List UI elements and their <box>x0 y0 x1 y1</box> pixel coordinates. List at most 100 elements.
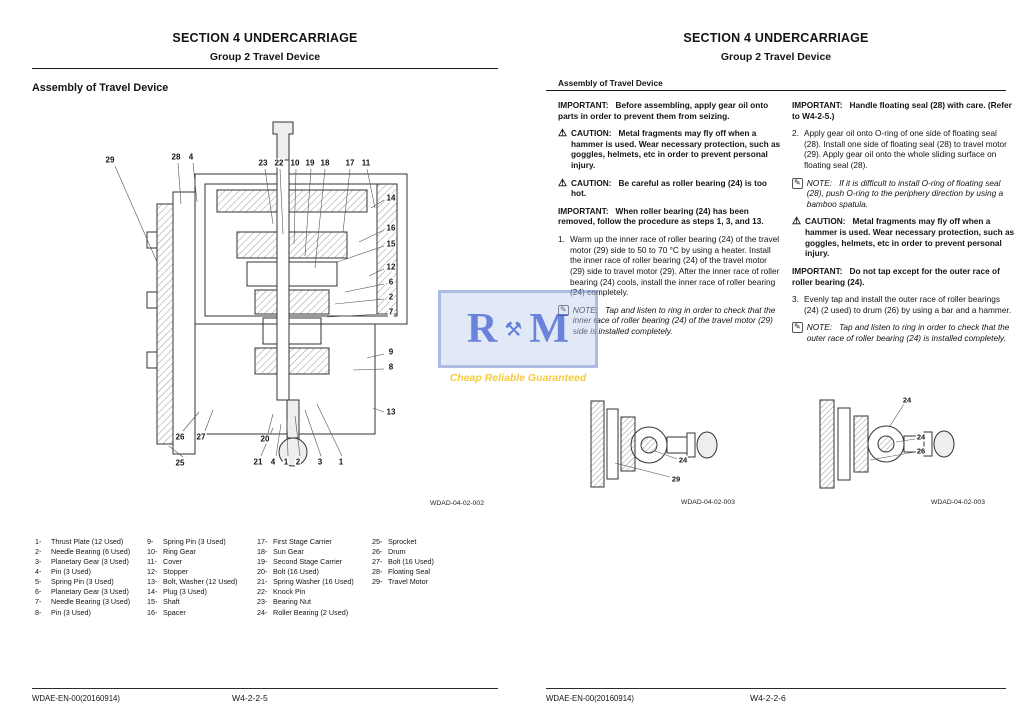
figure-code: WDAD-04-02-003 <box>680 499 735 506</box>
caution-label: CAUTION: <box>570 177 612 188</box>
parts-list-item: 18-Sun Gear <box>257 547 304 557</box>
text-column-right: IMPORTANT:Handle floating seal (28) with… <box>792 100 1016 351</box>
parts-list-item: 13-Bolt, Washer (12 Used) <box>147 577 238 587</box>
important-text: Handle floating seal (28) with care. (Re… <box>792 100 1012 121</box>
caution-block: ⚠ CAUTION:Be careful as roller bearing (… <box>558 178 782 199</box>
figure-callout: 14 <box>385 193 397 203</box>
figure-callout: 24 <box>901 395 913 405</box>
inner-race-install-figure: 24 29 <box>585 393 735 495</box>
parts-list-item: 5-Spring Pin (3 Used) <box>35 577 114 587</box>
text-column-left: IMPORTANT: Before assembling, apply gear … <box>558 100 782 344</box>
procedure-step: 2. Apply gear oil onto O-ring of one sid… <box>792 128 1016 170</box>
footer-doc-code: WDAE-EN-00(20160914) <box>546 694 634 703</box>
important-block: IMPORTANT:Before assembling, apply gear … <box>558 100 782 121</box>
figure-callout: 15 <box>385 239 397 249</box>
figure-callout: 2 <box>387 292 395 302</box>
note-icon: ✎ <box>792 177 803 189</box>
parts-list-item: 27-Bolt (16 Used) <box>372 557 434 567</box>
figure-code: WDAD-04-02-003 <box>930 499 985 506</box>
figure-callout: 20 <box>259 434 271 444</box>
figure-callout: 4 <box>269 457 277 467</box>
footer-page-code: W4-2-2-5 <box>232 693 268 703</box>
important-label: IMPORTANT: <box>558 205 609 216</box>
figure-callout: 3 <box>316 457 324 467</box>
parts-list-item: 29-Travel Motor <box>372 577 429 587</box>
note-text: Tap and listen to ring in order to check… <box>806 322 1010 343</box>
figure-callout: 13 <box>385 407 397 417</box>
parts-list-item: 7-Needle Bearing (3 Used) <box>35 597 131 607</box>
step-text: Apply gear oil onto O-ring of one side o… <box>804 128 1007 171</box>
cross-section-drawing <box>114 121 408 467</box>
parts-list-item: 2-Needle Bearing (6 Used) <box>35 547 131 557</box>
figure-callout: 21 <box>252 457 264 467</box>
caution-icon: ⚠ <box>558 128 567 140</box>
note-label: NOTE: <box>806 322 833 333</box>
figure-callout: 29 <box>670 474 682 484</box>
figure-callout: 16 <box>385 223 397 233</box>
figure-callout: 9 <box>387 347 395 357</box>
watermark-letter-r: R <box>467 306 498 352</box>
note-block: ✎ NOTE:Tap and listen to ring in order t… <box>792 322 1016 343</box>
figure-callout: 10 <box>289 158 301 168</box>
hammer-and-wrench-icon: ⚒ <box>504 318 523 341</box>
note-label: NOTE: <box>573 305 598 315</box>
note-label: NOTE: <box>806 177 833 188</box>
parts-list-item: 15-Shaft <box>147 597 180 607</box>
note-text: Tap and listen to ring in order to check… <box>572 304 776 336</box>
parts-list-item: 1-Thrust Plate (12 Used) <box>35 537 124 546</box>
figure-callout: 23 <box>257 158 269 168</box>
important-label: IMPORTANT: <box>792 265 843 276</box>
caution-block: ⚠ CAUTION:Metal fragments may fly off wh… <box>558 128 782 170</box>
important-block: IMPORTANT:Handle floating seal (28) with… <box>792 100 1016 121</box>
note-body: NOTE:If it is difficult to install O-rin… <box>807 178 1016 210</box>
note-body: NOTE:Tap and listen to ring in order to … <box>807 322 1016 343</box>
footer-doc-code: WDAE-EN-00(20160914) <box>32 694 120 703</box>
important-text: Do not tap except for the outer race of … <box>792 265 1000 287</box>
parts-list-item: 9-Spring Pin (3 Used) <box>147 537 226 546</box>
caution-body: CAUTION:Be careful as roller bearing (24… <box>571 178 782 199</box>
caution-label: CAUTION: <box>804 216 846 227</box>
figure-callout: 29 <box>104 155 116 165</box>
figure-callout: 24 <box>677 455 689 465</box>
figure-callout: 1 <box>282 457 290 467</box>
parts-list-item: 28-Floating Seal <box>372 567 430 577</box>
parts-list-item: 6-Planetary Gear (3 Used) <box>35 587 129 597</box>
important-text: Before assembling, apply gear oil onto p… <box>558 100 769 121</box>
outer-race-drawing <box>819 399 955 489</box>
footer-rule <box>32 688 498 689</box>
group-subtitle: Group 2 Travel Device <box>209 51 321 63</box>
travel-device-cross-section-figure: 29 28 4 23 22 10 19 18 17 11 14 16 15 12… <box>77 112 457 492</box>
parts-list-item: 17-First Stage Carrier <box>257 537 332 546</box>
parts-list-item: 11-Cover <box>147 557 183 567</box>
caution-text: Be careful as roller bearing (24) is too… <box>570 177 768 199</box>
parts-list-item: 10-Ring Gear <box>147 547 196 557</box>
note-text: If it is difficult to install O-ring of … <box>806 177 1004 209</box>
important-block: IMPORTANT:When roller bearing (24) has b… <box>558 206 782 227</box>
caution-icon: ⚠ <box>558 177 567 189</box>
figure-callout: 6 <box>387 277 395 287</box>
figure-callout: 8 <box>387 362 395 372</box>
important-text: When roller bearing (24) has been remove… <box>558 205 764 227</box>
inner-race-drawing <box>590 400 718 488</box>
caution-icon: ⚠ <box>792 216 801 228</box>
note-block: ✎ NOTE:If it is difficult to install O-r… <box>792 177 1016 210</box>
figure-callout: 4 <box>187 152 195 162</box>
note-body: NOTE:Tap and listen to ring in order to … <box>573 305 782 337</box>
step-text: Evenly tap and install the outer race of… <box>804 294 1012 315</box>
parts-list-item: 8-Pin (3 Used) <box>35 607 91 617</box>
note-icon: ✎ <box>558 304 569 316</box>
important-label: IMPORTANT: <box>792 100 843 110</box>
page-heading: Assembly of Travel Device <box>32 82 169 94</box>
step-number: 2. <box>792 128 799 139</box>
watermark-tagline: Cheap Reliable Guaranteed <box>449 372 587 384</box>
figure-callout: 25 <box>174 458 186 468</box>
figure-callout: 26 <box>915 446 927 456</box>
caution-body: CAUTION:Metal fragments may fly off when… <box>571 128 782 170</box>
note-icon: ✎ <box>792 322 803 334</box>
right-page: SECTION 4 UNDERCARRIAGE Group 2 Travel D… <box>546 0 1014 725</box>
parts-list-item: 25-Sprocket <box>372 537 417 546</box>
